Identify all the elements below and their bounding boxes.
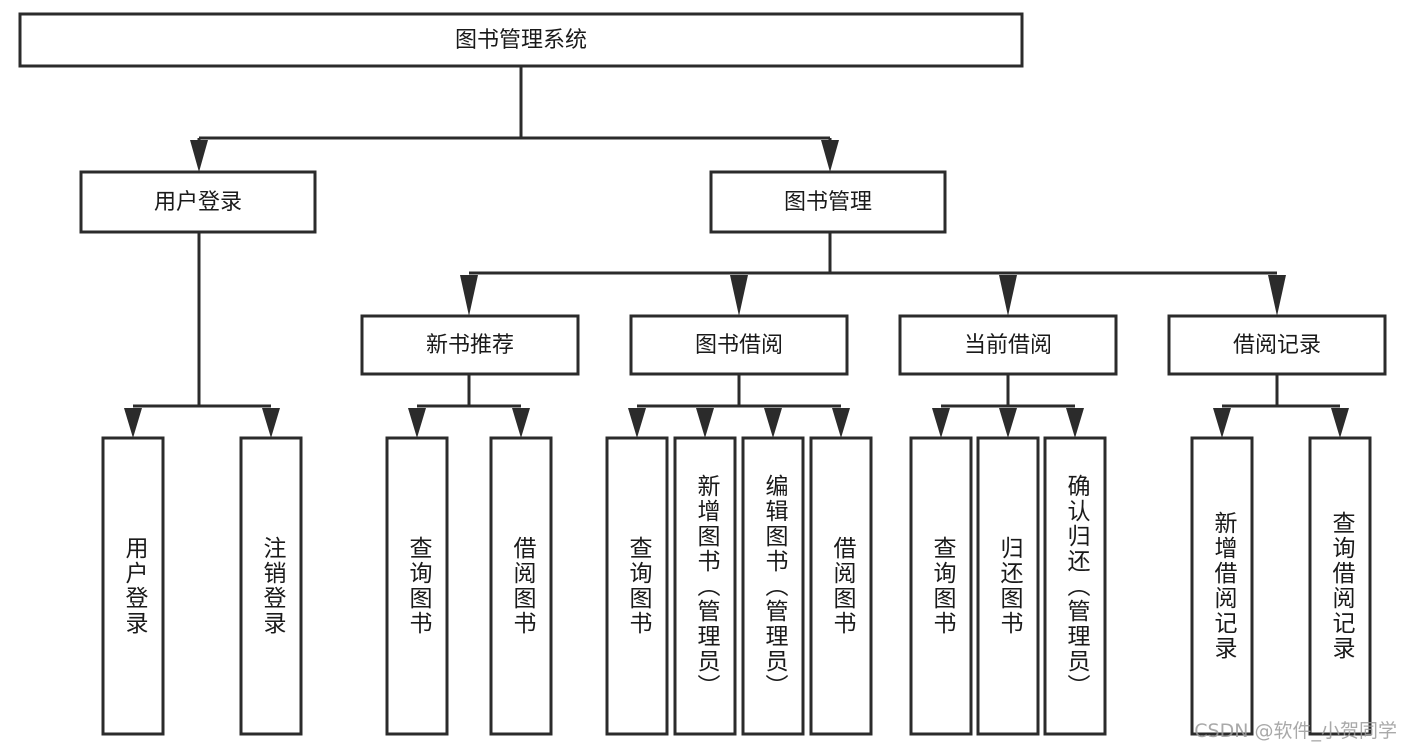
node-new-book-recommend-label: 新书推荐	[426, 333, 514, 358]
arrow-head-icon	[408, 408, 426, 438]
leaf-box-borrow-record-2[interactable]	[1308, 436, 1372, 736]
arrow-head-icon	[730, 275, 748, 316]
node-root-label: 图书管理系统	[455, 28, 587, 53]
leaf-box-user-login-2[interactable]	[239, 436, 303, 736]
leaf-box-book-borrow-3[interactable]	[741, 436, 805, 736]
node-book-management[interactable]: 图书管理	[709, 170, 947, 234]
connector-current-to-leaves	[932, 374, 1084, 438]
node-borrow-record-label: 借阅记录	[1233, 333, 1321, 358]
connector-userlogin-to-leaves	[124, 232, 280, 438]
watermark-text: CSDN @软件_小贺同学	[1194, 720, 1397, 742]
leaf-box-book-borrow-2[interactable]	[673, 436, 737, 736]
leaf-box-user-login-1[interactable]	[101, 436, 165, 736]
node-current-borrow-label: 当前借阅	[964, 333, 1052, 358]
arrow-head-icon	[262, 408, 280, 438]
arrow-head-icon	[821, 140, 839, 172]
connector-root-to-level2	[190, 66, 839, 172]
connector-bookmgmt-to-level3	[460, 232, 1286, 316]
leaf-box-new-book-2[interactable]	[489, 436, 553, 736]
arrow-head-icon	[999, 275, 1017, 316]
node-book-borrow-label: 图书借阅	[695, 333, 783, 358]
leaf-box-book-borrow-1[interactable]	[605, 436, 669, 736]
arrow-head-icon	[1268, 275, 1286, 316]
node-book-management-label: 图书管理	[784, 190, 872, 215]
arrow-head-icon	[190, 140, 208, 172]
node-user-login-label: 用户登录	[154, 190, 242, 215]
connector-borrow-to-leaves	[628, 374, 850, 438]
leaf-box-new-book-1[interactable]	[385, 436, 449, 736]
arrow-head-icon	[124, 408, 142, 438]
leaf-box-current-borrow-2[interactable]	[976, 436, 1040, 736]
connector-newbook-to-leaves	[408, 374, 530, 438]
leaf-box-book-borrow-4[interactable]	[809, 436, 873, 736]
arrow-head-icon	[764, 408, 782, 438]
arrow-head-icon	[1213, 408, 1231, 438]
leaf-box-current-borrow-1[interactable]	[909, 436, 973, 736]
arrow-head-icon	[932, 408, 950, 438]
node-book-borrow[interactable]: 图书借阅	[629, 314, 849, 376]
node-new-book-recommend[interactable]: 新书推荐	[360, 314, 580, 376]
arrow-head-icon	[696, 408, 714, 438]
node-borrow-record[interactable]: 借阅记录	[1167, 314, 1387, 376]
node-user-login[interactable]: 用户登录	[79, 170, 317, 234]
arrow-head-icon	[999, 408, 1017, 438]
arrow-head-icon	[832, 408, 850, 438]
leaf-box-borrow-record-1[interactable]	[1190, 436, 1254, 736]
arrow-head-icon	[628, 408, 646, 438]
arrow-head-icon	[1066, 408, 1084, 438]
node-current-borrow[interactable]: 当前借阅	[898, 314, 1118, 376]
arrow-head-icon	[1331, 408, 1349, 438]
connector-record-to-leaves	[1213, 374, 1349, 438]
arrow-head-icon	[460, 275, 478, 316]
arrow-head-icon	[512, 408, 530, 438]
leaf-box-current-borrow-3[interactable]	[1043, 436, 1107, 736]
node-root-system[interactable]: 图书管理系统	[18, 12, 1024, 68]
